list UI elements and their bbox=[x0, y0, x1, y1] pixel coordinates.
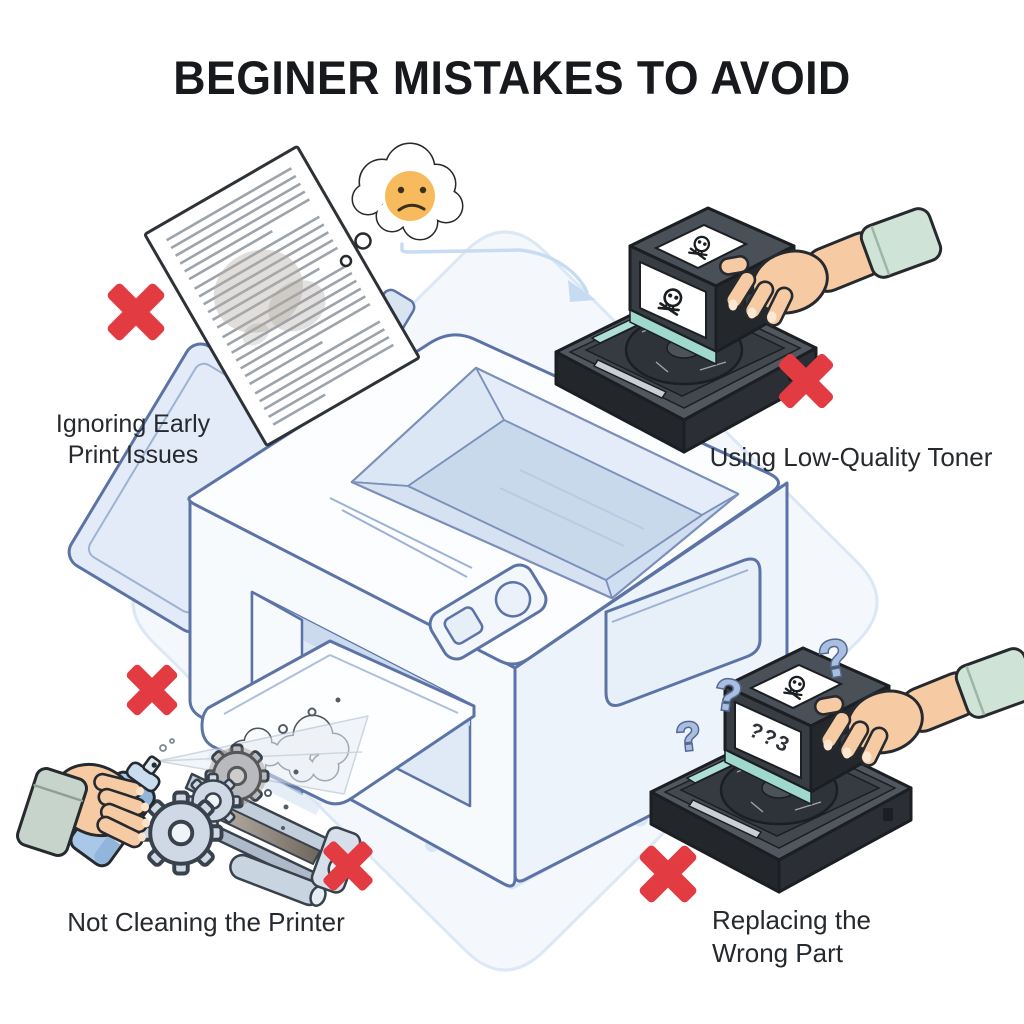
mistake-label-using-low-quality-toner: Using Low-Quality Toner bbox=[709, 442, 993, 472]
red-x-icon bbox=[637, 843, 699, 905]
roller-gears-icon bbox=[121, 730, 362, 907]
mistake-label-not-cleaning-the-printer: Not Cleaning the Printer bbox=[67, 907, 345, 937]
toner-cartridge-top-right-icon bbox=[556, 205, 944, 452]
dust-specks bbox=[159, 697, 341, 830]
sad-face-thought-bubble-icon bbox=[339, 142, 464, 268]
mistake-label-ignoring-early-print-issues: Ignoring Early Print Issues bbox=[55, 410, 211, 470]
hand-icon bbox=[16, 762, 150, 857]
smudged-document-icon bbox=[144, 145, 420, 447]
toner-cartridge-bottom-right-icon: ??3 bbox=[651, 645, 1024, 892]
arrow-connector-icon bbox=[400, 242, 596, 302]
mistake-label-replacing-the-wrong-part: Replacing the Wrong Part bbox=[712, 905, 871, 968]
red-x-icon bbox=[125, 663, 179, 717]
red-x-icon bbox=[105, 281, 167, 343]
panel-button bbox=[494, 581, 532, 618]
question-mark-icon: ? bbox=[674, 714, 703, 760]
sad-face-icon bbox=[385, 171, 435, 221]
control-panel bbox=[428, 563, 548, 661]
not-cleaning-scene bbox=[16, 697, 369, 907]
panel-screen bbox=[443, 606, 484, 645]
page-title: BEGINER MISTAKES TO AVOID bbox=[173, 51, 851, 104]
